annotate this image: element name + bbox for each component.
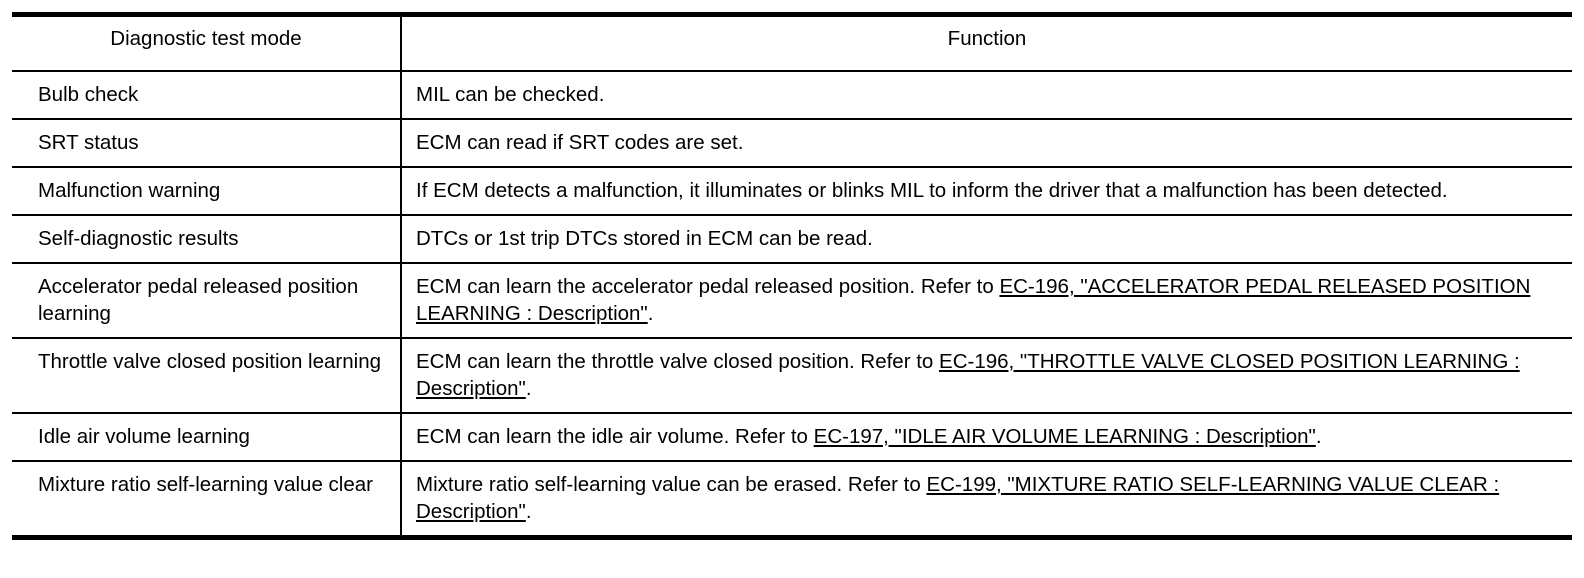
table-row: SRT status ECM can read if SRT codes are… xyxy=(12,119,1572,168)
reference-link[interactable]: EC-197, "IDLE AIR VOLUME LEARNING : Desc… xyxy=(813,425,1316,448)
cell-diagnostic-test-mode: Accelerator pedal released position lear… xyxy=(12,263,402,339)
cell-diagnostic-test-mode: Bulb check xyxy=(12,71,402,120)
table-row: Malfunction warning If ECM detects a mal… xyxy=(12,167,1572,216)
cell-function: ECM can read if SRT codes are set. xyxy=(401,119,1572,168)
table-header: Diagnostic test mode Function xyxy=(12,12,1572,72)
reference-link[interactable]: EC-196, "THROTTLE VALVE CLOSED POSITION … xyxy=(416,350,1520,400)
function-text-prefix: MIL can be checked. xyxy=(416,83,605,106)
reference-link[interactable]: EC-199, "MIXTURE RATIO SELF-LEARNING VAL… xyxy=(416,473,1500,523)
reference-link[interactable]: EC-196, "ACCELERATOR PEDAL RELEASED POSI… xyxy=(416,275,1531,325)
table-header-row: Diagnostic test mode Function xyxy=(12,12,1572,72)
function-text-suffix: . xyxy=(647,302,654,325)
table-body: Bulb check MIL can be checked. SRT statu… xyxy=(12,71,1572,540)
function-text-prefix: Mixture ratio self-learning value can be… xyxy=(416,473,927,496)
function-text-suffix: . xyxy=(525,500,532,523)
cell-diagnostic-test-mode: Malfunction warning xyxy=(12,167,402,216)
cell-diagnostic-test-mode: Mixture ratio self-learning value clear xyxy=(12,461,402,540)
table-row: Throttle valve closed position learning … xyxy=(12,338,1572,414)
cell-function: ECM can learn the idle air volume. Refer… xyxy=(401,413,1572,462)
cell-function: ECM can learn the accelerator pedal rele… xyxy=(401,263,1572,339)
cell-function: ECM can learn the throttle valve closed … xyxy=(401,338,1572,414)
function-text-suffix: . xyxy=(1315,425,1322,448)
column-header-diagnostic-test-mode: Diagnostic test mode xyxy=(12,12,402,72)
cell-diagnostic-test-mode: Idle air volume learning xyxy=(12,413,402,462)
function-text-prefix: If ECM detects a malfunction, it illumin… xyxy=(416,179,1448,202)
cell-function: DTCs or 1st trip DTCs stored in ECM can … xyxy=(401,215,1572,264)
table-row: Idle air volume learning ECM can learn t… xyxy=(12,413,1572,462)
table-row: Mixture ratio self-learning value clear … xyxy=(12,461,1572,540)
function-text-prefix: ECM can learn the throttle valve closed … xyxy=(416,350,940,373)
function-text-prefix: ECM can read if SRT codes are set. xyxy=(416,131,744,154)
function-text-prefix: DTCs or 1st trip DTCs stored in ECM can … xyxy=(416,227,873,250)
cell-function: Mixture ratio self-learning value can be… xyxy=(401,461,1572,540)
cell-function: If ECM detects a malfunction, it illumin… xyxy=(401,167,1572,216)
column-header-function: Function xyxy=(401,12,1572,72)
function-text-suffix: . xyxy=(525,377,532,400)
table-row: Accelerator pedal released position lear… xyxy=(12,263,1572,339)
table-row: Bulb check MIL can be checked. xyxy=(12,71,1572,120)
cell-function: MIL can be checked. xyxy=(401,71,1572,120)
diagnostic-test-mode-table: Diagnostic test mode Function Bulb check… xyxy=(12,12,1572,540)
cell-diagnostic-test-mode: Throttle valve closed position learning xyxy=(12,338,402,414)
function-text-prefix: ECM can learn the idle air volume. Refer… xyxy=(416,425,814,448)
function-text-prefix: ECM can learn the accelerator pedal rele… xyxy=(416,275,1000,298)
cell-diagnostic-test-mode: SRT status xyxy=(12,119,402,168)
cell-diagnostic-test-mode: Self-diagnostic results xyxy=(12,215,402,264)
table-row: Self-diagnostic results DTCs or 1st trip… xyxy=(12,215,1572,264)
